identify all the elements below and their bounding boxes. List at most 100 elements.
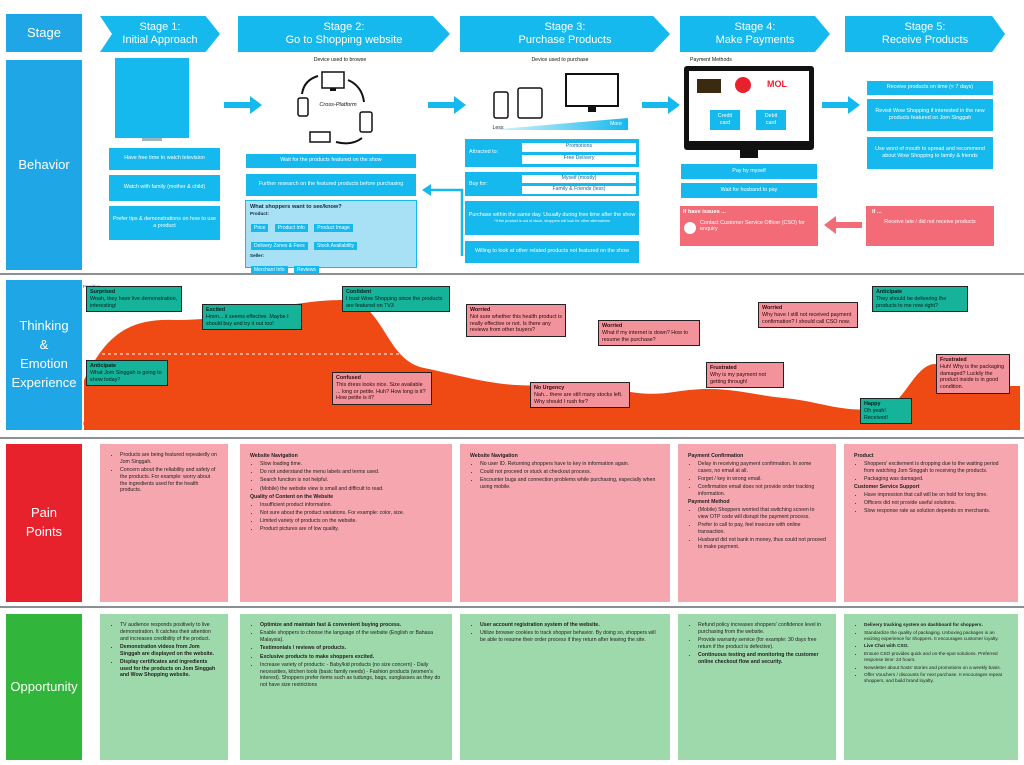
stage-1-chevron: Stage 1:Initial Approach: [100, 16, 220, 52]
bank-logo-1-icon: [697, 79, 721, 93]
behavior-s3-purchase-box: Purchase within the same day. Usually du…: [464, 200, 640, 236]
row-label-opportunity: Opportunity: [6, 614, 82, 760]
stage-3-chevron: Stage 3:Purchase Products: [460, 16, 670, 52]
seller-tags: Merchant Info Reviews: [250, 258, 412, 276]
if-title: If ...: [872, 209, 882, 215]
if-box: If ... Receive late / did not receive pr…: [866, 206, 994, 246]
behavior-s3-willing-box: Willing to look at other related product…: [464, 240, 640, 264]
divider-emotion: [0, 437, 1024, 439]
opportunity-s5-box: Delivery tracking system on dashboard fo…: [844, 614, 1018, 760]
pain-s1-box: Products are being featured repeatedly o…: [100, 444, 228, 602]
pain-s4-box: Payment Confirmation Delay in receiving …: [678, 444, 836, 602]
tag-delivery: Delivery Zones & Fees: [251, 242, 308, 250]
tv-stand: [142, 138, 162, 141]
less-label: Less: [492, 125, 504, 131]
behavior-s1-box-2: Watch with family (mother & child): [108, 174, 221, 202]
pain-s3-box: Website Navigation No user ID. Returning…: [460, 444, 670, 602]
issue-title: If have issues ...: [683, 209, 726, 215]
debit-card-option: Debit card: [755, 109, 787, 131]
behavior-s1-box-3: Prefer tips & demonstrations on how to u…: [108, 205, 221, 241]
tv-image: [115, 58, 189, 138]
divider-behavior: [0, 273, 1024, 275]
buy-for-label: Buy for:: [469, 181, 488, 187]
s3-device-caption: Device used to purchase: [531, 57, 589, 63]
wait-husband-box: Wait for husband to pay: [680, 182, 818, 199]
behavior-s2-box-1: Wait for the products featured on the sh…: [245, 153, 417, 169]
pain-s5-box: Product Shoppers' excitement is dropping…: [844, 444, 1018, 602]
loop-back-arrow-icon: [422, 184, 464, 256]
behavior-s5-box-1: Receive products on time (< 7 days): [866, 80, 994, 96]
monitor-screen: MOL Credit card Debit card: [689, 71, 809, 141]
stage-4-chevron: Stage 4:Make Payments: [680, 16, 830, 52]
attracted-item-2: Free Delivery: [521, 154, 637, 165]
cross-platform-label: Cross-Platform: [319, 102, 357, 108]
arrow-right-icon: [224, 96, 262, 114]
opportunity-s2-box: Optimize and maintain fast & convenient …: [240, 614, 452, 760]
stage-5-chevron: Stage 5:Receive Products: [845, 16, 1005, 52]
bank-logo-2-icon: [735, 77, 751, 93]
purchase-devices-icon: [493, 73, 619, 119]
tag-reviews: Reviews: [294, 266, 319, 274]
arrow-right-icon: [642, 96, 680, 114]
phone-icon: [684, 222, 696, 234]
row-label-behavior: Behavior: [6, 60, 82, 270]
attracted-to-group: Attracted to: Promotions Free Delivery: [464, 138, 640, 168]
credit-card-option: Credit card: [709, 109, 741, 131]
row-label-stage: Stage: [6, 14, 82, 52]
shopper-wants-panel: What shoppers want to see/know? Product:…: [245, 200, 417, 274]
behavior-s2-box-2: Further research on the featured product…: [245, 173, 417, 197]
if-text: Receive late / did not receive products: [884, 219, 976, 225]
buyfor-item-1: Myself (mostly): [521, 174, 637, 184]
shopper-wants-title: What shoppers want to see/know?: [250, 204, 342, 210]
arrow-left-icon: [824, 216, 862, 234]
tag-price: Price: [251, 224, 269, 232]
arrow-right-icon: [428, 96, 466, 114]
tag-product-info: Product Info: [274, 224, 308, 232]
seller-group-label: Seller:: [250, 253, 265, 258]
pain-s2-box: Website Navigation Slow loading time. Do…: [240, 444, 452, 602]
opportunity-s1-box: TV audience responds positively to live …: [100, 614, 228, 760]
behavior-s5-box-2: Revisit Wow Shopping if interested in th…: [866, 98, 994, 132]
tag-stock: Stock Availability: [314, 242, 358, 250]
product-tags: Price Product Info Product Image Deliver…: [250, 216, 412, 252]
opportunity-s4-box: Refund policy increases shoppers' confid…: [678, 614, 836, 760]
payment-monitor: MOL Credit card Debit card: [684, 66, 814, 150]
divider-pain: [0, 606, 1024, 608]
arrow-right-icon: [822, 96, 860, 114]
opportunity-s3-box: User account registration system of the …: [460, 614, 670, 760]
row-label-pain-points: Pain Points: [6, 444, 82, 602]
usage-gradient-bar: [488, 118, 628, 130]
buyfor-item-2: Family & Friends (less): [521, 185, 637, 195]
more-label: More: [610, 121, 622, 127]
issue-box: If have issues ... Contact Customer Serv…: [680, 206, 818, 246]
buy-for-group: Buy for: Myself (mostly) Family & Friend…: [464, 171, 640, 197]
behavior-s1-box-1: Have free time to watch television: [108, 147, 221, 171]
emotion-curve: [84, 300, 1020, 430]
attracted-to-label: Attracted to:: [469, 149, 499, 155]
monitor-stand: [740, 150, 758, 158]
attracted-item-1: Promotions: [521, 142, 637, 153]
row-label-thinking: Thinking & Emotion Experience: [6, 280, 82, 430]
bank-logo-3-icon: MOL: [767, 79, 787, 89]
stage-2-chevron: Stage 2:Go to Shopping website: [238, 16, 450, 52]
emotion-area: [84, 300, 1020, 430]
issue-text: Contact Customer Service Officer (CSO) f…: [700, 220, 805, 232]
behavior-s5-box-3: Use word of mouth to spread and recommen…: [866, 136, 994, 170]
cross-platform-devices-icon: [297, 71, 373, 145]
tag-merchant-info: Merchant Info: [251, 266, 288, 274]
product-group-label: Product:: [250, 211, 269, 216]
tag-product-image: Product Image: [314, 224, 353, 232]
